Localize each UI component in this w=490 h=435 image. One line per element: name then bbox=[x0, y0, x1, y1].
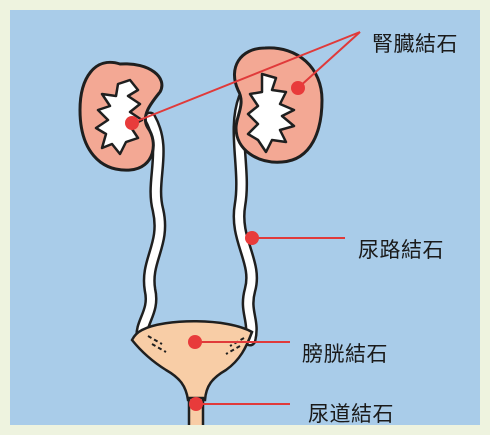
urinary-tract-illustration bbox=[10, 10, 480, 425]
label-urethral-stone: 尿道結石 bbox=[308, 398, 394, 425]
diagram-canvas: 腎臓結石 尿路結石 膀胱結石 尿道結石 bbox=[10, 10, 480, 425]
bladder bbox=[132, 321, 252, 400]
leader-line-kidney-right bbox=[298, 32, 360, 88]
stone-marker-kidney-left bbox=[125, 116, 139, 130]
stone-marker-urethra bbox=[189, 397, 203, 411]
label-bladder-stone: 膀胱結石 bbox=[302, 338, 388, 368]
label-kidney-stone: 腎臓結石 bbox=[372, 28, 458, 58]
stone-marker-kidney-right bbox=[291, 81, 305, 95]
stone-marker-ureter bbox=[245, 231, 259, 245]
stone-marker-bladder bbox=[188, 335, 202, 349]
label-ureteral-stone: 尿路結石 bbox=[358, 234, 444, 264]
